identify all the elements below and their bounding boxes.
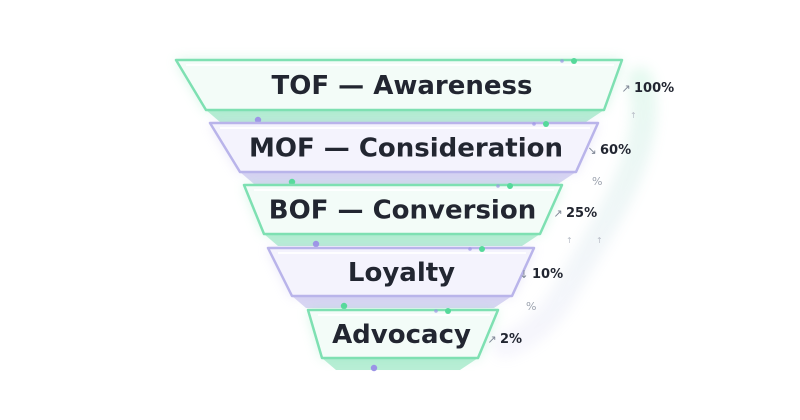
decor-dot [340, 302, 348, 310]
funnel-stage-3: BOF — Conversion ↗ 25% [242, 183, 597, 248]
stage-label: TOF — Awareness [272, 71, 533, 101]
stage-depth [264, 234, 540, 246]
stage-percent: 10% [532, 267, 563, 282]
stage-label: BOF — Conversion [269, 196, 536, 226]
floating-percent-mark: % [526, 300, 536, 313]
decor-dot [288, 178, 296, 186]
trend-arrow-icon: ↓ [519, 268, 528, 281]
stage-depth [292, 296, 512, 308]
stage-label: Advocacy [332, 320, 471, 350]
decor-dot [468, 247, 472, 251]
decor-dot [543, 121, 549, 127]
stage-depth [322, 358, 478, 370]
stage-percent: 25% [566, 206, 597, 221]
funnel-stage-1: TOF — Awareness ↗ 100% [174, 58, 674, 124]
stage-label: Loyalty [348, 258, 455, 288]
trend-arrow-icon: ↗ [621, 82, 630, 95]
funnel-stage-2: MOF — Consideration ↘ 60% [208, 121, 631, 186]
decor-dot [507, 183, 513, 189]
decor-dot [496, 184, 500, 188]
stage-shape [174, 58, 624, 112]
decor-dot [445, 308, 451, 314]
stage-percent: 2% [500, 332, 522, 347]
stage-depth [240, 172, 576, 184]
connector-tick-icon: ↑ [566, 236, 573, 245]
stage-label: MOF — Consideration [249, 134, 563, 164]
trend-arrow-icon: ↘ [587, 144, 596, 157]
glow-trail [492, 67, 657, 358]
stage-depth [206, 110, 604, 122]
stage-percent: 100% [634, 81, 674, 96]
decor-dot [434, 309, 438, 313]
stage-shape [266, 246, 536, 298]
trend-arrow-icon: ↗ [487, 333, 496, 346]
decor-dot [560, 59, 564, 63]
stage-shape [242, 183, 564, 236]
connector-tick-icon: ↑ [630, 111, 637, 120]
funnel-stage-4: Loyalty ↓ 10% [266, 246, 563, 310]
decor-dot [370, 364, 378, 372]
decor-dot [532, 122, 536, 126]
funnel-stage-5: Advocacy ↗ 2% [306, 308, 522, 372]
floating-percent-mark: % [592, 175, 602, 188]
stage-percent: 60% [600, 143, 631, 158]
decor-dot [254, 116, 262, 124]
trend-arrow-icon: ↗ [553, 207, 562, 220]
stage-shape [208, 121, 600, 174]
connector-tick-icon: ↑ [596, 236, 603, 245]
decor-dot [571, 58, 577, 64]
decor-dot [479, 246, 485, 252]
decor-dot [312, 240, 320, 248]
